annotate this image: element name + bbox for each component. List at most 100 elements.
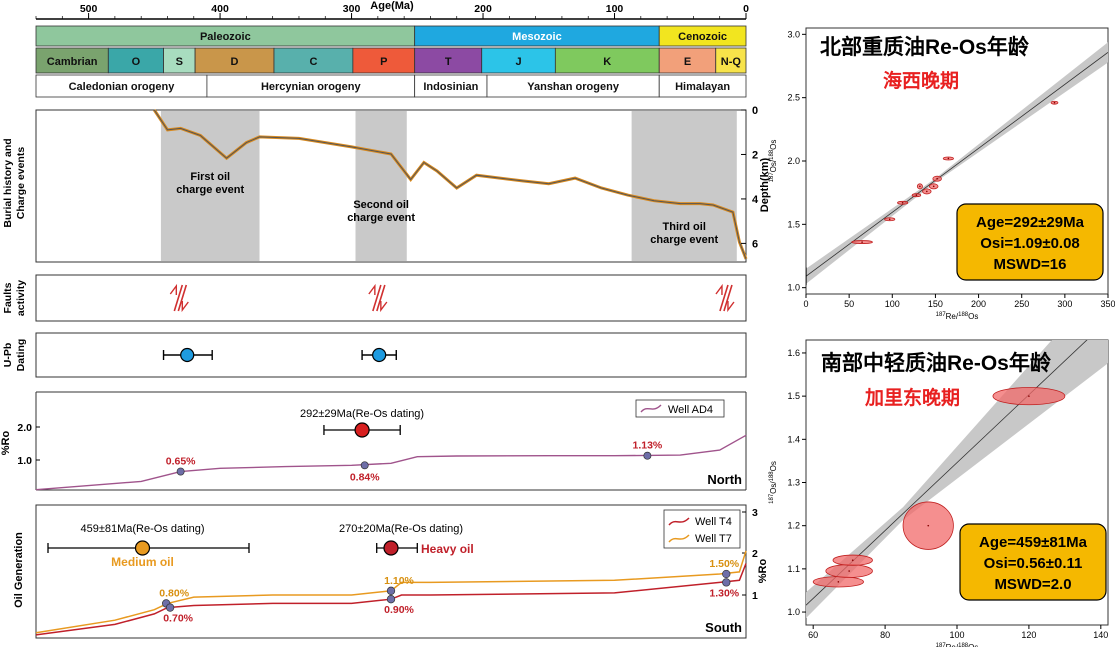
- fault-line: [719, 284, 729, 312]
- isochron-point-center: [915, 194, 918, 196]
- isochron-y-tick-label: 2.5: [787, 93, 800, 103]
- south-ro-sample-label: 0.70%: [163, 613, 193, 625]
- period-band: [414, 47, 483, 74]
- period-band: [481, 47, 556, 74]
- south-ro-sample: [386, 595, 396, 604]
- isochron-plot-area: [806, 340, 1108, 619]
- period-label: E: [684, 56, 691, 68]
- period-band: [715, 47, 747, 74]
- north-ro-sample-label: 0.84%: [350, 471, 380, 483]
- panel-side-label: Burial history and: [2, 138, 14, 227]
- time-axis-tick-label: 0: [743, 3, 749, 15]
- panel-side-label: U-Pb: [2, 343, 14, 368]
- south-legend-label: Well T7: [695, 533, 732, 545]
- fault-symbol: [368, 283, 388, 313]
- time-axis-tick-label: 300: [343, 3, 361, 15]
- isochron-y-tick-label: 1.2: [787, 521, 800, 531]
- orogeny-label: Yanshan orogeny: [527, 81, 620, 93]
- south-ro-tick-label: 1: [752, 590, 758, 602]
- depth-tick-label: 0: [752, 105, 758, 117]
- fault-arrow: [727, 301, 735, 313]
- south-legend-swatch: [668, 517, 690, 526]
- isochron-y-tick-label: 1.0: [787, 283, 800, 293]
- time-axis-tick-label: 100: [606, 3, 624, 15]
- south-ro-sample-label: 1.30%: [709, 587, 739, 599]
- period-band: [554, 47, 660, 74]
- fault-arrow: [169, 283, 178, 295]
- isochron-y-axis-label: 187Os/188Os: [769, 461, 778, 504]
- isochron-x-tick-label: 50: [844, 299, 854, 309]
- south-side-label: Oil Generation: [13, 532, 25, 608]
- isochron-x-tick-label: 140: [1093, 630, 1108, 640]
- south-ro-tick-label: 3: [752, 507, 758, 519]
- isochron-x-tick-label: 60: [808, 630, 818, 640]
- isochron-point-center: [848, 570, 850, 572]
- north-ro-tick-label: 1.0: [17, 455, 32, 467]
- isochron-x-axis-label: 187Re/188Os: [936, 643, 979, 647]
- period-label: N-Q: [721, 56, 742, 68]
- isochron-result-osi: Osi=1.09±0.08: [980, 235, 1080, 252]
- fault-line: [376, 284, 386, 312]
- isochron-point-center: [932, 185, 935, 188]
- era-band: [658, 25, 747, 47]
- time-axis-label: Age(Ma): [370, 0, 414, 12]
- isochron-x-tick-label: 0: [803, 299, 808, 309]
- depth-tick-label: 2: [752, 149, 758, 161]
- north-ro-sample: [176, 467, 185, 476]
- isochron-point-center: [851, 559, 854, 562]
- isochron-point-center: [947, 157, 950, 160]
- period-label: Cambrian: [47, 56, 98, 68]
- south-reos-oil-label: Medium oil: [111, 555, 174, 569]
- isochron-x-tick-label: 200: [971, 299, 986, 309]
- south-reos-point: [134, 540, 151, 556]
- isochron-result-box: [956, 203, 1104, 281]
- isochron-error-envelope: [806, 42, 1108, 284]
- isochron-result-age: Age=459±81Ma: [979, 534, 1088, 551]
- south-legend-label: Well T4: [695, 516, 732, 528]
- south-ro-sample-label: 1.50%: [709, 558, 739, 570]
- isochron-x-tick-label: 100: [885, 299, 900, 309]
- well-t4-curve: [35, 563, 747, 636]
- isochron-plot-area: [806, 42, 1108, 286]
- isochron-result-age: Age=292±29Ma: [976, 214, 1085, 231]
- fault-symbol: [715, 283, 735, 313]
- south-reos-isochron: 60801001201401.01.11.21.31.41.51.6187Re/…: [769, 339, 1109, 647]
- south-ro-sample: [722, 578, 731, 587]
- isochron-y-tick-label: 1.4: [787, 434, 800, 444]
- south-ro-sample: [165, 603, 175, 612]
- south-reos-label: 459±81Ma(Re-Os dating): [80, 523, 204, 535]
- orogeny-band: [658, 74, 747, 98]
- period-label: J: [515, 56, 521, 68]
- period-label: S: [176, 56, 183, 68]
- isochron-title: 北部重质油Re-Os年龄: [820, 35, 1030, 59]
- south-legend-swatch: [668, 534, 690, 543]
- isochron-y-tick-label: 1.5: [787, 219, 800, 229]
- fault-arrow: [181, 301, 189, 313]
- north-ro-sample-label: 0.65%: [166, 456, 196, 468]
- north-ro-sample: [360, 461, 369, 470]
- orogeny-label: Indosinian: [423, 81, 478, 93]
- isochron-y-axis-label: 187Os/188Os: [769, 140, 778, 183]
- charge-event-band: [160, 111, 260, 261]
- north-reos-point: [354, 422, 370, 438]
- isochron-x-tick-label: 80: [880, 630, 890, 640]
- upb-point: [372, 347, 387, 363]
- isochron-point-center: [936, 177, 938, 180]
- panel-side-label: Dating: [15, 339, 27, 372]
- isochron-point-center: [927, 524, 930, 527]
- period-band: [658, 47, 717, 74]
- fault-arrow: [368, 283, 376, 295]
- north-reos-label: 292±29Ma(Re-Os dating): [300, 408, 424, 420]
- fault-arrow: [380, 301, 388, 313]
- isochron-point-center: [1053, 101, 1056, 104]
- isochron-x-axis-label: 187Re/188Os: [936, 312, 979, 321]
- isochron-point-center: [888, 218, 891, 221]
- south-ro-sample-label: 0.80%: [159, 587, 189, 599]
- isochron-x-tick-label: 250: [1014, 299, 1029, 309]
- isochron-point-center: [926, 190, 928, 193]
- period-label: C: [309, 56, 317, 68]
- south-legend-box: [663, 509, 741, 549]
- charge-event-label: Second oil: [353, 199, 409, 211]
- depth-tick-label: 6: [752, 238, 758, 250]
